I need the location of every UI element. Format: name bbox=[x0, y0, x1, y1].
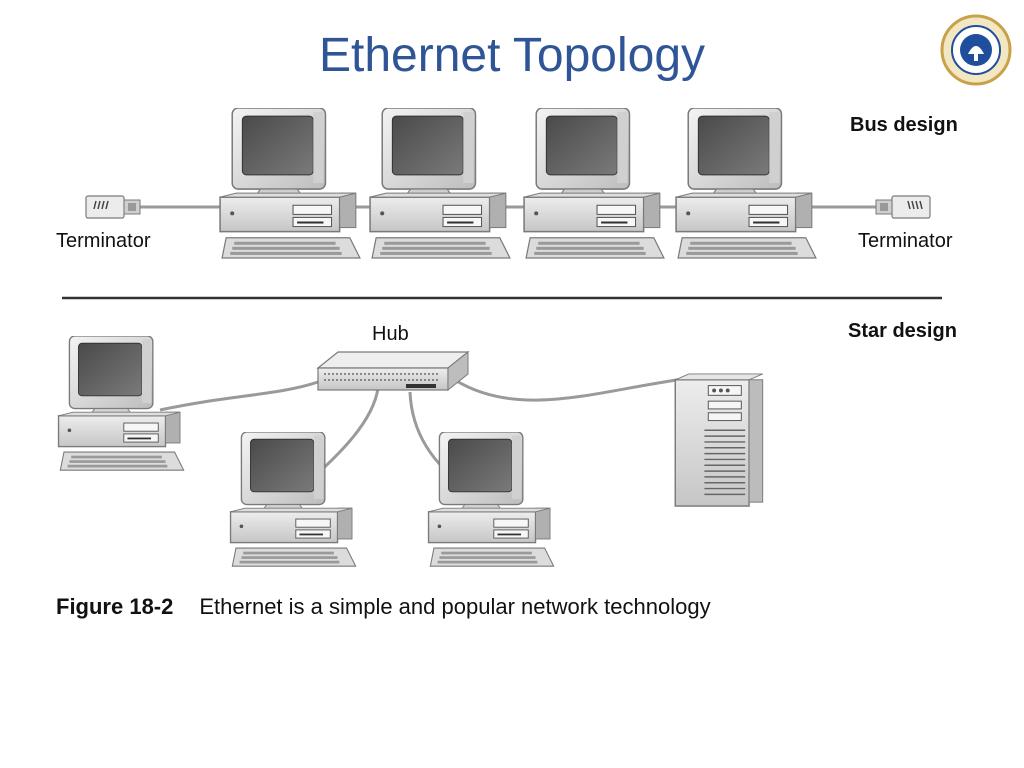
bus-computer bbox=[369, 108, 511, 259]
terminator-left-device bbox=[85, 195, 141, 219]
bus-design-label: Bus design bbox=[850, 114, 958, 136]
star-computer bbox=[229, 432, 357, 567]
star-computer bbox=[57, 336, 185, 471]
terminator-left-label: Terminator bbox=[56, 230, 151, 252]
figure-caption-text: Ethernet is a simple and popular network… bbox=[199, 594, 711, 619]
figure-caption: Figure 18-2 Ethernet is a simple and popu… bbox=[56, 594, 711, 620]
university-logo bbox=[940, 14, 1012, 86]
star-computer bbox=[427, 432, 555, 567]
figure-number: Figure 18-2 bbox=[56, 594, 174, 619]
bus-computer bbox=[523, 108, 665, 259]
server-device bbox=[674, 373, 764, 507]
star-design-label: Star design bbox=[848, 320, 957, 342]
hub-label: Hub bbox=[372, 323, 409, 345]
terminator-right-label: Terminator bbox=[858, 230, 953, 252]
star-cable bbox=[159, 380, 319, 412]
star-cable bbox=[454, 376, 691, 402]
bus-computer bbox=[675, 108, 817, 259]
hub-device bbox=[316, 350, 470, 392]
bus-computer bbox=[219, 108, 361, 259]
terminator-right-device bbox=[875, 195, 931, 219]
slide-title: Ethernet Topology bbox=[318, 29, 706, 82]
